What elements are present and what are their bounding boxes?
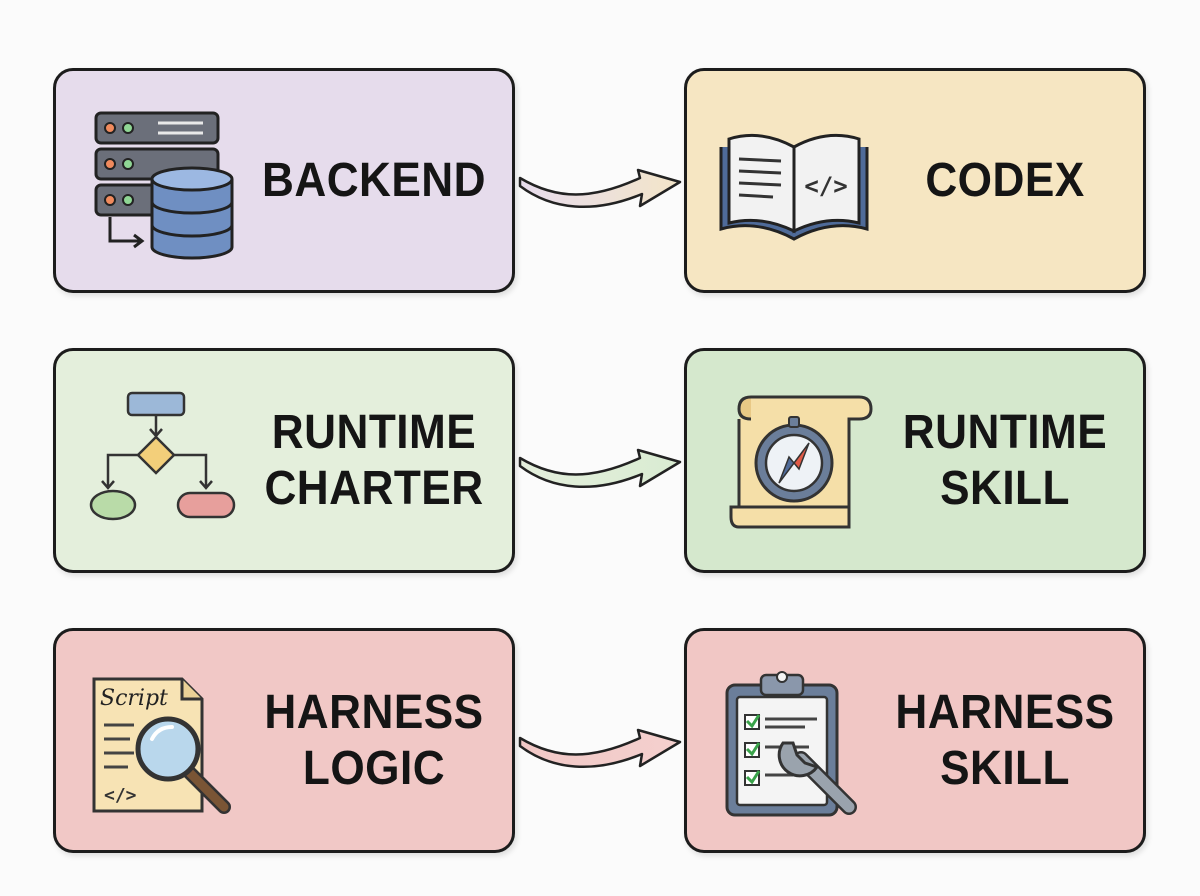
arrow-backend-to-codex bbox=[512, 140, 692, 230]
harness-skill-label: HARNESS SKILL bbox=[887, 631, 1123, 850]
harness-logic-label: HARNESS LOGIC bbox=[256, 631, 492, 850]
runtime-charter-card: RUNTIME CHARTER bbox=[53, 348, 515, 573]
codex-card: </> CODEX bbox=[684, 68, 1146, 293]
codex-label: CODEX bbox=[887, 71, 1123, 290]
arrow-charter-to-skill bbox=[512, 420, 692, 510]
backend-label: BACKEND bbox=[256, 71, 492, 290]
label-line: CHARTER bbox=[264, 461, 484, 515]
script-text: Script bbox=[100, 686, 168, 711]
server-database-icon bbox=[78, 99, 248, 264]
compass-scroll-icon bbox=[709, 379, 879, 544]
label-line: RUNTIME bbox=[902, 405, 1108, 459]
label-line: BACKEND bbox=[261, 153, 487, 207]
label-line: SKILL bbox=[940, 741, 1070, 795]
harness-logic-card: Script </> HARNESS LOGIC bbox=[53, 628, 515, 853]
clipboard-wrench-icon bbox=[709, 659, 879, 824]
runtime-skill-card: RUNTIME SKILL bbox=[684, 348, 1146, 573]
runtime-charter-label: RUNTIME CHARTER bbox=[256, 351, 492, 570]
label-line: CODEX bbox=[925, 153, 1085, 207]
svg-text:</>: </> bbox=[804, 172, 847, 200]
label-line: HARNESS bbox=[895, 685, 1115, 739]
svg-text:</>: </> bbox=[104, 785, 137, 806]
runtime-skill-label: RUNTIME SKILL bbox=[887, 351, 1123, 570]
label-line: LOGIC bbox=[302, 741, 446, 795]
harness-skill-card: HARNESS SKILL bbox=[684, 628, 1146, 853]
label-line: SKILL bbox=[940, 461, 1070, 515]
arrow-logic-to-skill bbox=[512, 700, 692, 790]
flowchart-icon bbox=[78, 379, 248, 544]
script-magnifier-icon: Script </> bbox=[78, 659, 248, 824]
backend-card: BACKEND bbox=[53, 68, 515, 293]
open-book-code-icon: </> bbox=[709, 99, 879, 264]
label-line: HARNESS bbox=[264, 685, 484, 739]
label-line: RUNTIME bbox=[271, 405, 477, 459]
